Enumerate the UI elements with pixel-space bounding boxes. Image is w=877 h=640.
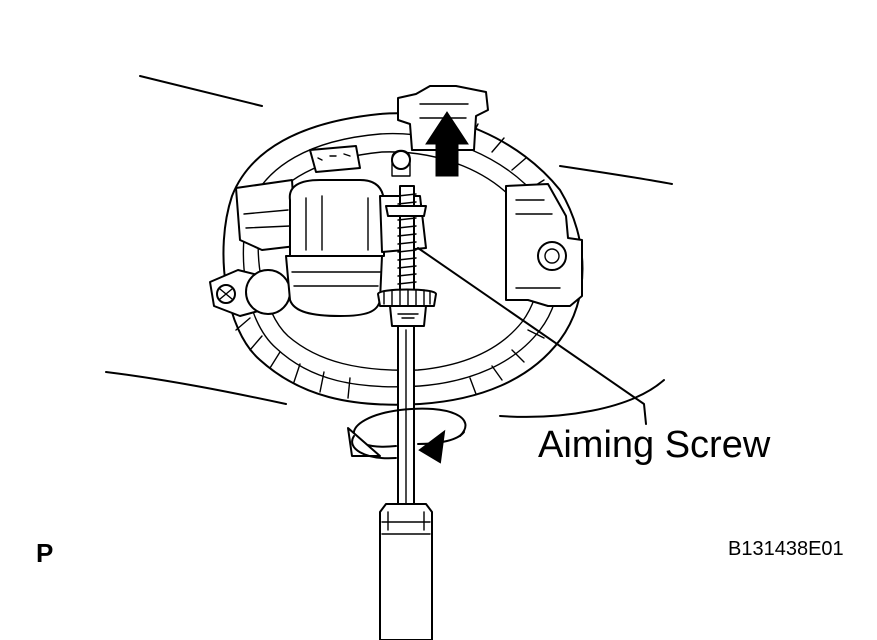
screwdriver: [379, 325, 433, 640]
view-marker: P: [36, 538, 54, 568]
callout-leader: [417, 247, 647, 425]
bumper-outline: [105, 75, 673, 418]
up-arrow-icon: [425, 111, 469, 177]
figure-code: B131438E01: [728, 538, 844, 560]
rotate-arrow-icon: [347, 407, 467, 464]
aiming-screw: [377, 185, 437, 327]
aiming-screw-label: Aiming Screw: [538, 424, 771, 466]
